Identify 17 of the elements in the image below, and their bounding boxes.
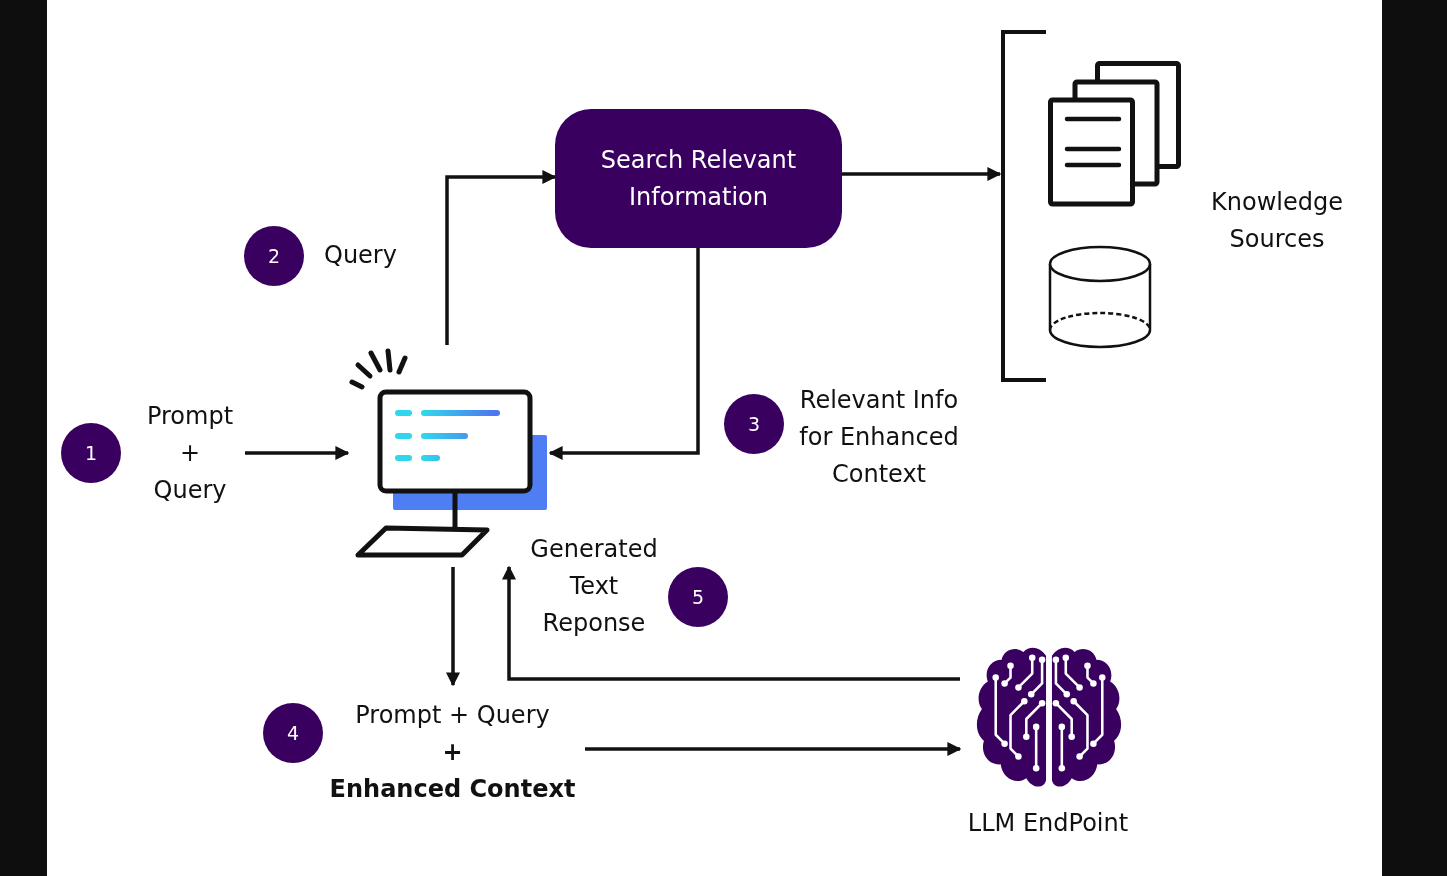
group-label: Knowledge Sources [1210,187,1344,255]
process-box: Search Relevant Information [555,109,842,248]
step-label: Query [324,240,398,271]
arrow [245,446,350,460]
bold-heading: Enhanced Context [328,774,577,805]
flow-text: Prompt + Query [354,700,551,731]
arrow [842,167,1002,181]
arrow [502,565,960,681]
step-label: Relevant Info for Enhanced Context [798,385,960,490]
step-label: LLM EndPoint [966,808,1130,839]
arrow [548,248,700,460]
flow-text: Prompt + Query [145,401,235,506]
arrow [445,170,557,345]
arrow [446,567,460,687]
arrow [585,742,962,756]
plus-sign: + [441,737,464,768]
step-label: Generated Text Reponse [529,534,659,639]
